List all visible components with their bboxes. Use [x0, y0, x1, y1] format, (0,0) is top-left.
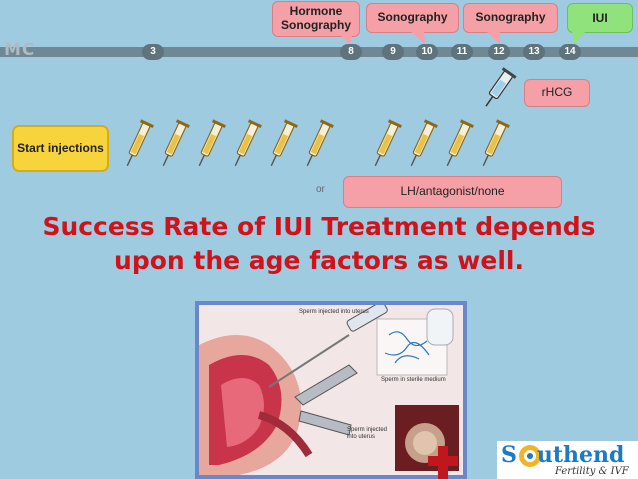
logo-name: uthend [536, 442, 625, 468]
or-label: or [316, 184, 325, 195]
syringe-icon [404, 118, 439, 170]
sonography-callout-1: Sonography [366, 3, 459, 33]
syringe-icon [476, 118, 511, 170]
anatomy-illustration [199, 305, 463, 475]
rhcg-callout: rHCG [524, 79, 590, 107]
day-marker: 9 [382, 44, 404, 60]
headline: Success Rate of IUI Treatment depends up… [0, 210, 638, 278]
day-marker: 13 [523, 44, 545, 60]
day-marker: 12 [488, 44, 510, 60]
callout-pointers [340, 31, 586, 44]
syringe-icon [120, 118, 155, 170]
callout-text: IUI [592, 11, 608, 25]
mc-label: MC [4, 40, 36, 60]
hormone-sonography-callout: Hormone Sonography [272, 1, 360, 37]
start-injections-text: Start injections [17, 140, 104, 155]
rhcg-syringe-icon [485, 67, 517, 107]
logo-initial: S [501, 442, 517, 468]
iui-callout: IUI [567, 3, 633, 33]
headline-line-1: Success Rate of IUI Treatment depends [42, 212, 596, 241]
day-marker: 8 [340, 44, 362, 60]
syringe-icon [228, 118, 263, 170]
pointer-hormone [340, 35, 352, 44]
cycle-timeline [0, 47, 638, 57]
syringe-icon [192, 118, 227, 170]
lh-antagonist-callout: LH/antagonist/none [343, 176, 562, 208]
logo-emblem [519, 445, 541, 467]
callout-text: LH/antagonist/none [400, 184, 505, 199]
callout-text: Sonography [377, 10, 448, 25]
sonography-callout-2: Sonography [463, 3, 558, 33]
pointer-sono-2 [486, 31, 500, 44]
headline-line-2: upon the age factors as well. [114, 246, 524, 275]
syringe-icon [264, 118, 299, 170]
iui-procedure-illustration: Sperm injected into uterus Sperm in ster… [195, 301, 467, 479]
callout-text: rHCG [541, 85, 573, 100]
label-mid: Sperm in sterile medium [381, 377, 446, 383]
day-marker: 14 [559, 44, 581, 60]
callout-text: Sonography [475, 10, 546, 25]
pointer-iui [572, 31, 586, 44]
injection-syringes [120, 118, 511, 170]
day-marker: 11 [451, 44, 473, 60]
logo-tagline: Fertility & IVF [555, 466, 629, 477]
day-marker: 3 [142, 44, 164, 60]
label-top: Sperm injected into uterus [299, 309, 369, 315]
syringe-icon [368, 118, 403, 170]
day-marker: 10 [416, 44, 438, 60]
callout-text: Hormone Sonography [280, 4, 351, 32]
syringe-icon [440, 118, 475, 170]
medical-cross-icon [428, 446, 458, 479]
syringe-icon [300, 118, 335, 170]
syringe-icon [156, 118, 191, 170]
pointer-sono-1 [410, 31, 425, 44]
label-bottom: Sperm injected into uterus [347, 427, 388, 440]
start-injections-box: Start injections [12, 125, 109, 172]
